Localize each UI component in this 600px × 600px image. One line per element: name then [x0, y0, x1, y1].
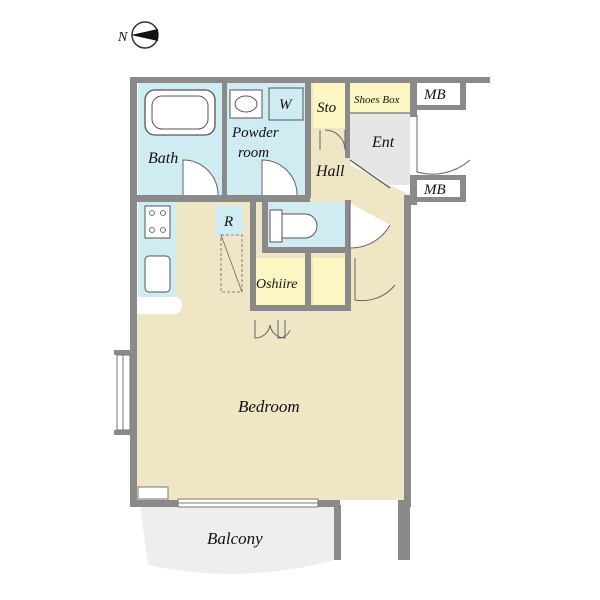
- shoes-box-label: Shoes Box: [354, 94, 400, 106]
- closet-area: [313, 258, 347, 308]
- aircon-unit: [137, 486, 169, 500]
- kitchen-counter-end: [137, 297, 183, 314]
- meter-box-bottom-label: MB: [423, 182, 446, 198]
- window-left: [116, 354, 131, 431]
- compass-north-arrow-icon: [131, 29, 158, 41]
- compass: N: [117, 21, 159, 49]
- washer-label: W: [279, 97, 293, 113]
- door-swings: [182, 115, 471, 339]
- compass-north-label: N: [117, 30, 128, 45]
- hall-label: Hall: [315, 163, 345, 180]
- bedroom-label: Bedroom: [238, 397, 300, 416]
- powder-room-label-line1: Powder: [231, 125, 279, 141]
- entrance-area: [350, 113, 410, 185]
- balcony-area: [140, 505, 335, 574]
- washbasin: [229, 89, 263, 119]
- balcony-sliding-door: [177, 498, 319, 508]
- bathtub: [144, 89, 216, 136]
- balcony-label: Balcony: [207, 529, 263, 548]
- shoes-box-area: [350, 83, 410, 113]
- kitchen: [137, 205, 183, 314]
- refrigerator-space: [216, 205, 243, 235]
- entrance-label: Ent: [371, 134, 395, 151]
- oshiire-label: Oshiire: [256, 277, 297, 292]
- washer-space: [268, 87, 304, 121]
- bedroom-area: [137, 305, 410, 500]
- meter-box-top-label: MB: [423, 87, 446, 103]
- oshiire-area: [253, 258, 305, 308]
- storage-label: Sto: [317, 100, 337, 116]
- stove-icon: [144, 205, 171, 239]
- refrigerator-clearance: [220, 234, 243, 293]
- refrigerator-label: R: [223, 214, 233, 230]
- refrigerator-clearance-diagonal: [220, 234, 243, 293]
- entrance-step: [349, 159, 391, 189]
- toilet: [269, 209, 318, 243]
- powder-room-label-line2: room: [238, 145, 269, 161]
- kitchen-sink-icon: [144, 255, 171, 293]
- bath-label: Bath: [148, 150, 178, 167]
- storage-area: [313, 83, 345, 128]
